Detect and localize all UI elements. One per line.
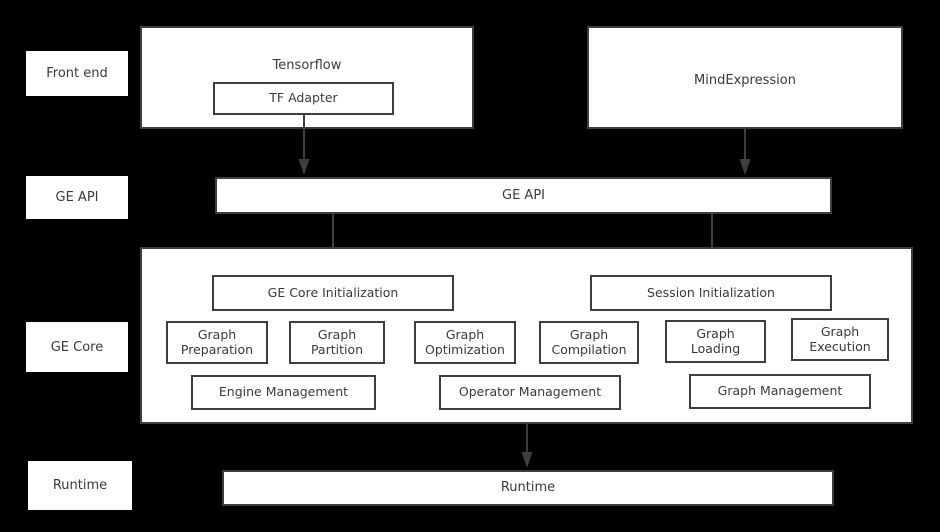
mindexpression-title: MindExpression bbox=[694, 73, 796, 88]
engine-management-box[interactable]: Engine Management bbox=[191, 375, 376, 410]
tier-label-ge-core: GE Core bbox=[26, 322, 128, 372]
tier-label-text: Front end bbox=[46, 66, 108, 81]
graph-compilation-box[interactable]: Graph Compilation bbox=[539, 321, 639, 364]
graph-management-label: Graph Management bbox=[717, 383, 843, 399]
graph-execution-label-line1: Graph bbox=[820, 323, 860, 339]
graph-compilation-label-line2: Compilation bbox=[551, 341, 627, 357]
graph-preparation-box[interactable]: Graph Preparation bbox=[166, 321, 268, 364]
tf-adapter-label: TF Adapter bbox=[269, 90, 338, 106]
ge-api-bar[interactable]: GE API bbox=[215, 177, 832, 214]
engine-management-label: Engine Management bbox=[218, 384, 349, 400]
graph-optimization-box[interactable]: Graph Optimization bbox=[414, 321, 516, 364]
operator-management-box[interactable]: Operator Management bbox=[439, 375, 621, 410]
tensorflow-title: Tensorflow bbox=[272, 58, 342, 73]
arrow-mindexpression-to-ge-api bbox=[737, 129, 757, 177]
tier-label-text: Runtime bbox=[52, 478, 108, 493]
ge-core-initialization-label: GE Core Initialization bbox=[267, 284, 399, 300]
graph-execution-box[interactable]: Graph Execution bbox=[791, 318, 889, 361]
graph-loading-label-line1: Graph bbox=[696, 325, 735, 341]
tier-label-front-end: Front end bbox=[26, 51, 128, 96]
ge-api-label: GE API bbox=[502, 187, 545, 203]
arrow-ge-core-to-runtime bbox=[519, 424, 539, 470]
graph-loading-box[interactable]: Graph Loading bbox=[665, 320, 766, 363]
graph-preparation-label-line2: Preparation bbox=[180, 341, 254, 357]
graph-execution-label-line2: Execution bbox=[809, 338, 871, 354]
arrow-tf-adapter-to-ge-api bbox=[296, 115, 316, 177]
graph-partition-box[interactable]: Graph Partition bbox=[289, 321, 385, 364]
graph-management-box[interactable]: Graph Management bbox=[689, 374, 871, 409]
mindexpression-frame[interactable]: MindExpression bbox=[587, 26, 903, 129]
graph-loading-label-line2: Loading bbox=[690, 340, 741, 356]
tf-adapter-box[interactable]: TF Adapter bbox=[213, 82, 394, 115]
operator-management-label: Operator Management bbox=[458, 384, 602, 400]
session-initialization-box[interactable]: Session Initialization bbox=[590, 275, 832, 311]
tier-label-runtime: Runtime bbox=[28, 461, 132, 510]
tier-label-text: GE API bbox=[55, 190, 99, 205]
graph-optimization-label-line1: Graph bbox=[445, 326, 485, 342]
tier-label-text: GE Core bbox=[50, 339, 104, 355]
tier-label-ge-api: GE API bbox=[26, 176, 128, 219]
ge-core-initialization-box[interactable]: GE Core Initialization bbox=[212, 275, 454, 311]
graph-partition-label-line1: Graph bbox=[317, 326, 357, 342]
graph-preparation-label-line1: Graph bbox=[197, 326, 237, 342]
session-initialization-label: Session Initialization bbox=[647, 284, 775, 300]
runtime-label: Runtime bbox=[500, 480, 556, 496]
graph-compilation-label-line1: Graph bbox=[569, 326, 609, 342]
graph-optimization-label-line2: Optimization bbox=[425, 341, 505, 357]
runtime-bar[interactable]: Runtime bbox=[222, 470, 834, 506]
graph-partition-label-line2: Partition bbox=[310, 341, 364, 357]
